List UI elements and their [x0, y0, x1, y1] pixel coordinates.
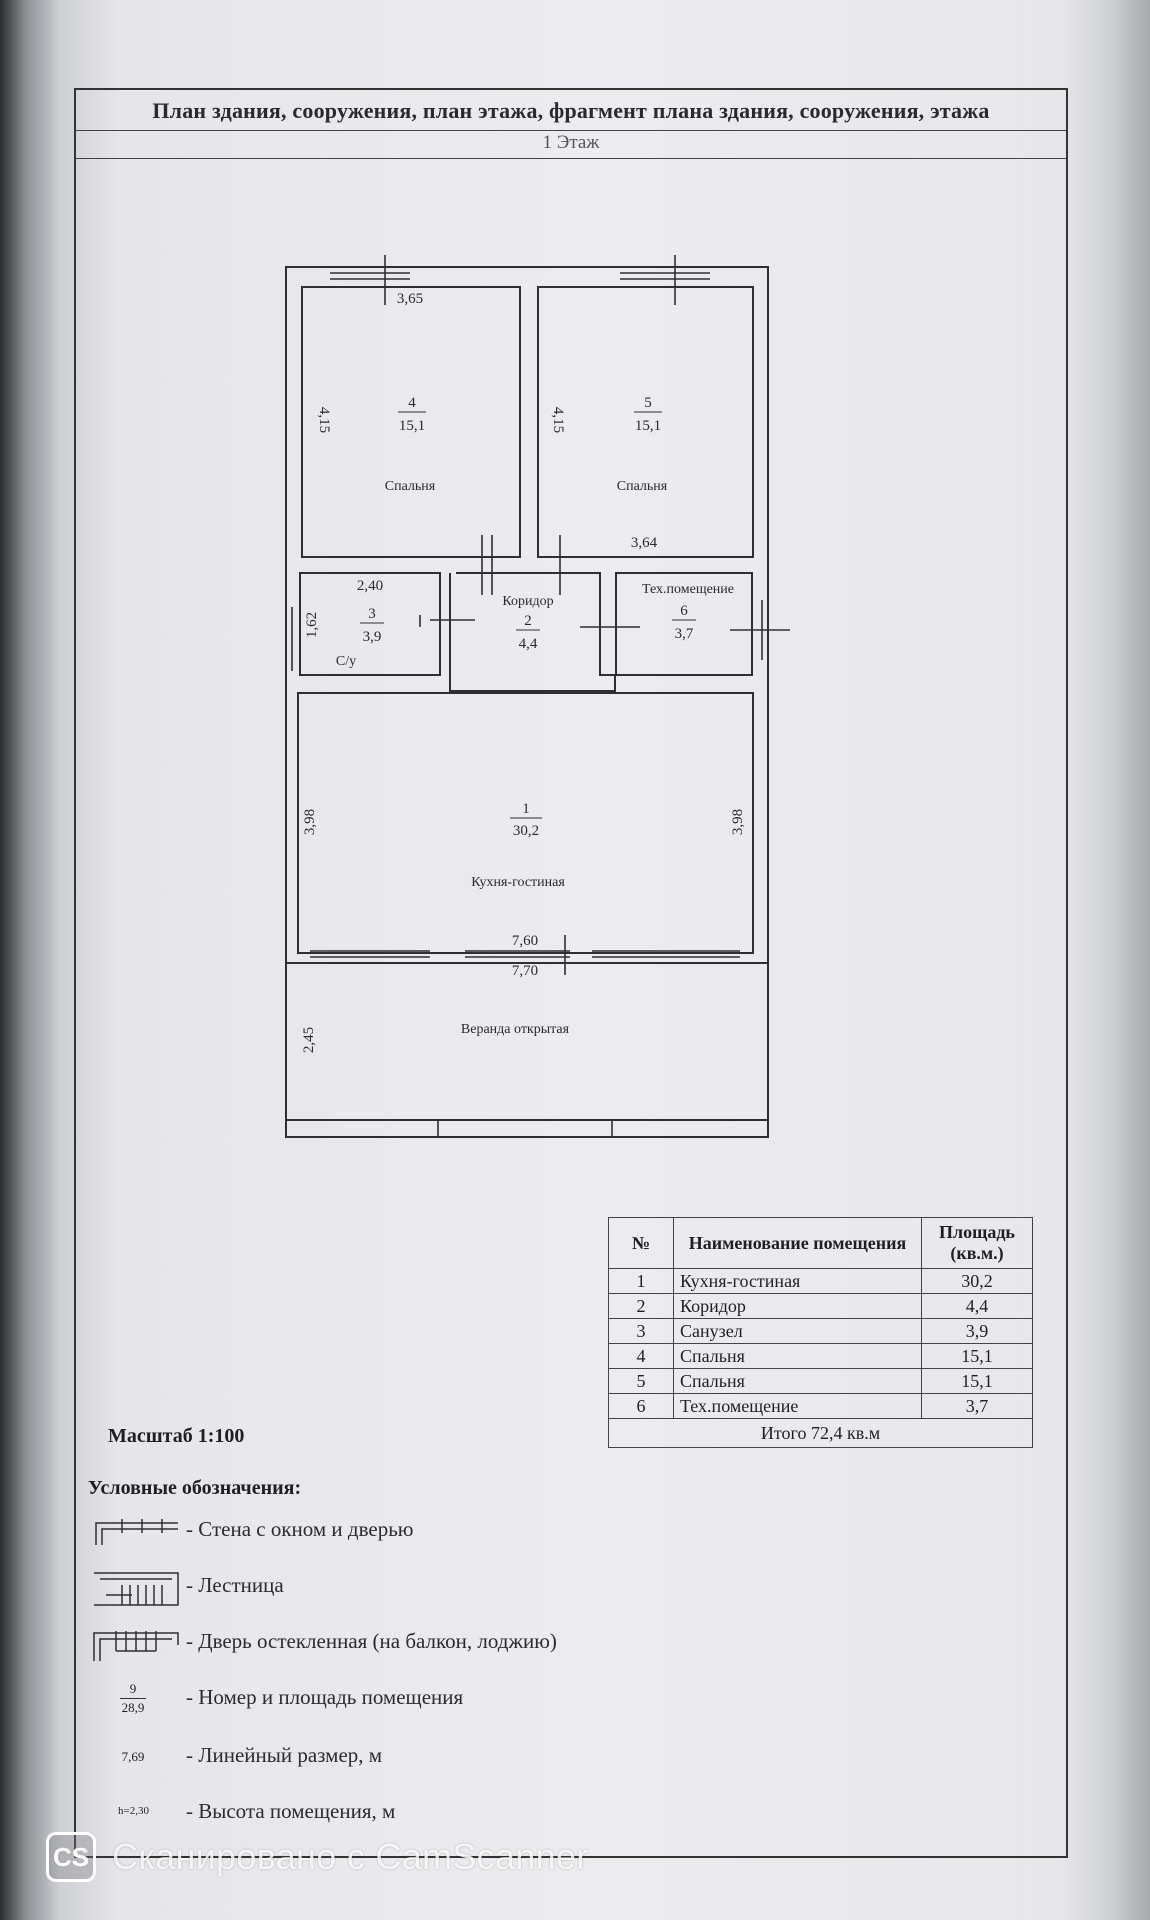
room-5-name: Спальня [617, 479, 668, 494]
wall-window-door-icon [95, 1519, 178, 1545]
room-1-name: Кухня-гостиная [471, 875, 565, 890]
room-2-outline [449, 572, 616, 692]
table-total: Итого 72,4 кв.м [608, 1418, 1033, 1448]
room-6-outline [615, 572, 753, 676]
camscanner-watermark: Сканировано с CamScanner [112, 1836, 589, 1877]
dim-bed5-width: 3,64 [631, 535, 658, 551]
rooms-table: № Наименование помещения Площадь (кв.м.)… [608, 1217, 1033, 1448]
veranda-outline [285, 962, 769, 1138]
dim-wc-height: 1,62 [304, 612, 320, 638]
veranda-name: Веранда открытая [461, 1022, 570, 1037]
legend-room-area-sample: 28,9 [121, 1700, 145, 1715]
room-3-name: С/у [336, 654, 356, 669]
col-name: Наименование помещения [673, 1217, 922, 1269]
room-5-outline [537, 286, 754, 558]
room-4-number: 4 [408, 395, 416, 411]
camscanner-logo-icon: CS [46, 1832, 96, 1882]
table-row: 6 Тех.помещение 3,7 [608, 1393, 1033, 1419]
table-row: 2 Коридор 4,4 [608, 1293, 1033, 1319]
dim-outer-width: 7,70 [512, 963, 538, 979]
table-row: 3 Санузел 3,9 [608, 1318, 1033, 1344]
fraction-line [120, 1698, 146, 1699]
table-row: 1 Кухня-гостиная 30,2 [608, 1268, 1033, 1294]
room-4-name: Спальня [385, 479, 436, 494]
room-3-number: 3 [368, 606, 376, 622]
room-6-number: 6 [680, 603, 688, 619]
floor-plan: 4 15,1 Спальня 5 15,1 Спальня 3 3,9 С/у … [285, 255, 790, 1138]
dim-bed5-height: 4,15 [550, 407, 566, 433]
stairs-icon [94, 1572, 179, 1606]
room-1-area: 30,2 [513, 823, 539, 839]
dim-wc-width: 2,40 [357, 578, 383, 594]
header-divider [76, 130, 1066, 131]
room-5-number: 5 [644, 395, 652, 411]
room-6-area: 3,7 [675, 626, 694, 642]
legend-room-number-sample: 9 [129, 1681, 137, 1696]
legend-linear-size-sample: 7,69 [121, 1749, 145, 1764]
header-divider [76, 158, 1066, 159]
legend-item: - Дверь остекленная (на балкон, лоджию) [88, 1625, 688, 1665]
scale-label: Масштаб 1:100 [108, 1425, 245, 1447]
dim-living-right: 3,98 [730, 809, 746, 835]
col-number: № [608, 1217, 674, 1269]
document-title: План здания, сооружения, план этажа, фра… [152, 98, 990, 123]
room-2-name: Коридор [502, 594, 553, 609]
table-row: 5 Спальня 15,1 [608, 1368, 1033, 1394]
floor-label: 1 Этаж [542, 132, 600, 153]
dim-veranda-height: 2,45 [301, 1027, 317, 1053]
dim-living-width: 7,60 [512, 933, 538, 949]
legend-title: Условные обозначения: [88, 1477, 302, 1499]
room-2-number: 2 [524, 613, 532, 629]
room-4-outline [301, 286, 521, 558]
room-1-outline [297, 692, 754, 954]
legend: Масштаб 1:100 Условные обозначения: - Ст… [88, 1425, 688, 1825]
room-6-name: Тех.помещение [642, 582, 734, 597]
legend-item: 7,69 - Линейный размер, м [88, 1739, 688, 1779]
room-3-area: 3,9 [363, 629, 382, 645]
room-2-area: 4,4 [519, 636, 538, 652]
dim-bed4-height: 4,15 [316, 407, 332, 433]
outer-wall-outline [285, 266, 769, 1138]
legend-item: h=2,30 - Высота помещения, м [118, 1799, 396, 1823]
room-1-number: 1 [522, 801, 530, 817]
table-total-row: Итого 72,4 кв.м [608, 1418, 1033, 1448]
col-area: Площадь (кв.м.) [921, 1217, 1033, 1269]
legend-height-sample: h=2,30 [118, 1805, 149, 1817]
document-sheet: План здания, сооружения, план этажа, фра… [74, 88, 1068, 1858]
legend-item: - Стена с окном и дверью [88, 1513, 688, 1553]
table-row: 4 Спальня 15,1 [608, 1343, 1033, 1369]
dim-bed4-width: 3,65 [397, 291, 423, 307]
room-4-area: 15,1 [399, 418, 425, 434]
glazed-door-icon [93, 1631, 179, 1661]
dim-living-left: 3,98 [302, 809, 318, 835]
legend-item: 9 28,9 - Номер и площадь помещения [88, 1681, 688, 1721]
room-5-area: 15,1 [635, 418, 661, 434]
legend-item: - Лестница [88, 1569, 688, 1609]
room-3-outline [299, 572, 441, 676]
